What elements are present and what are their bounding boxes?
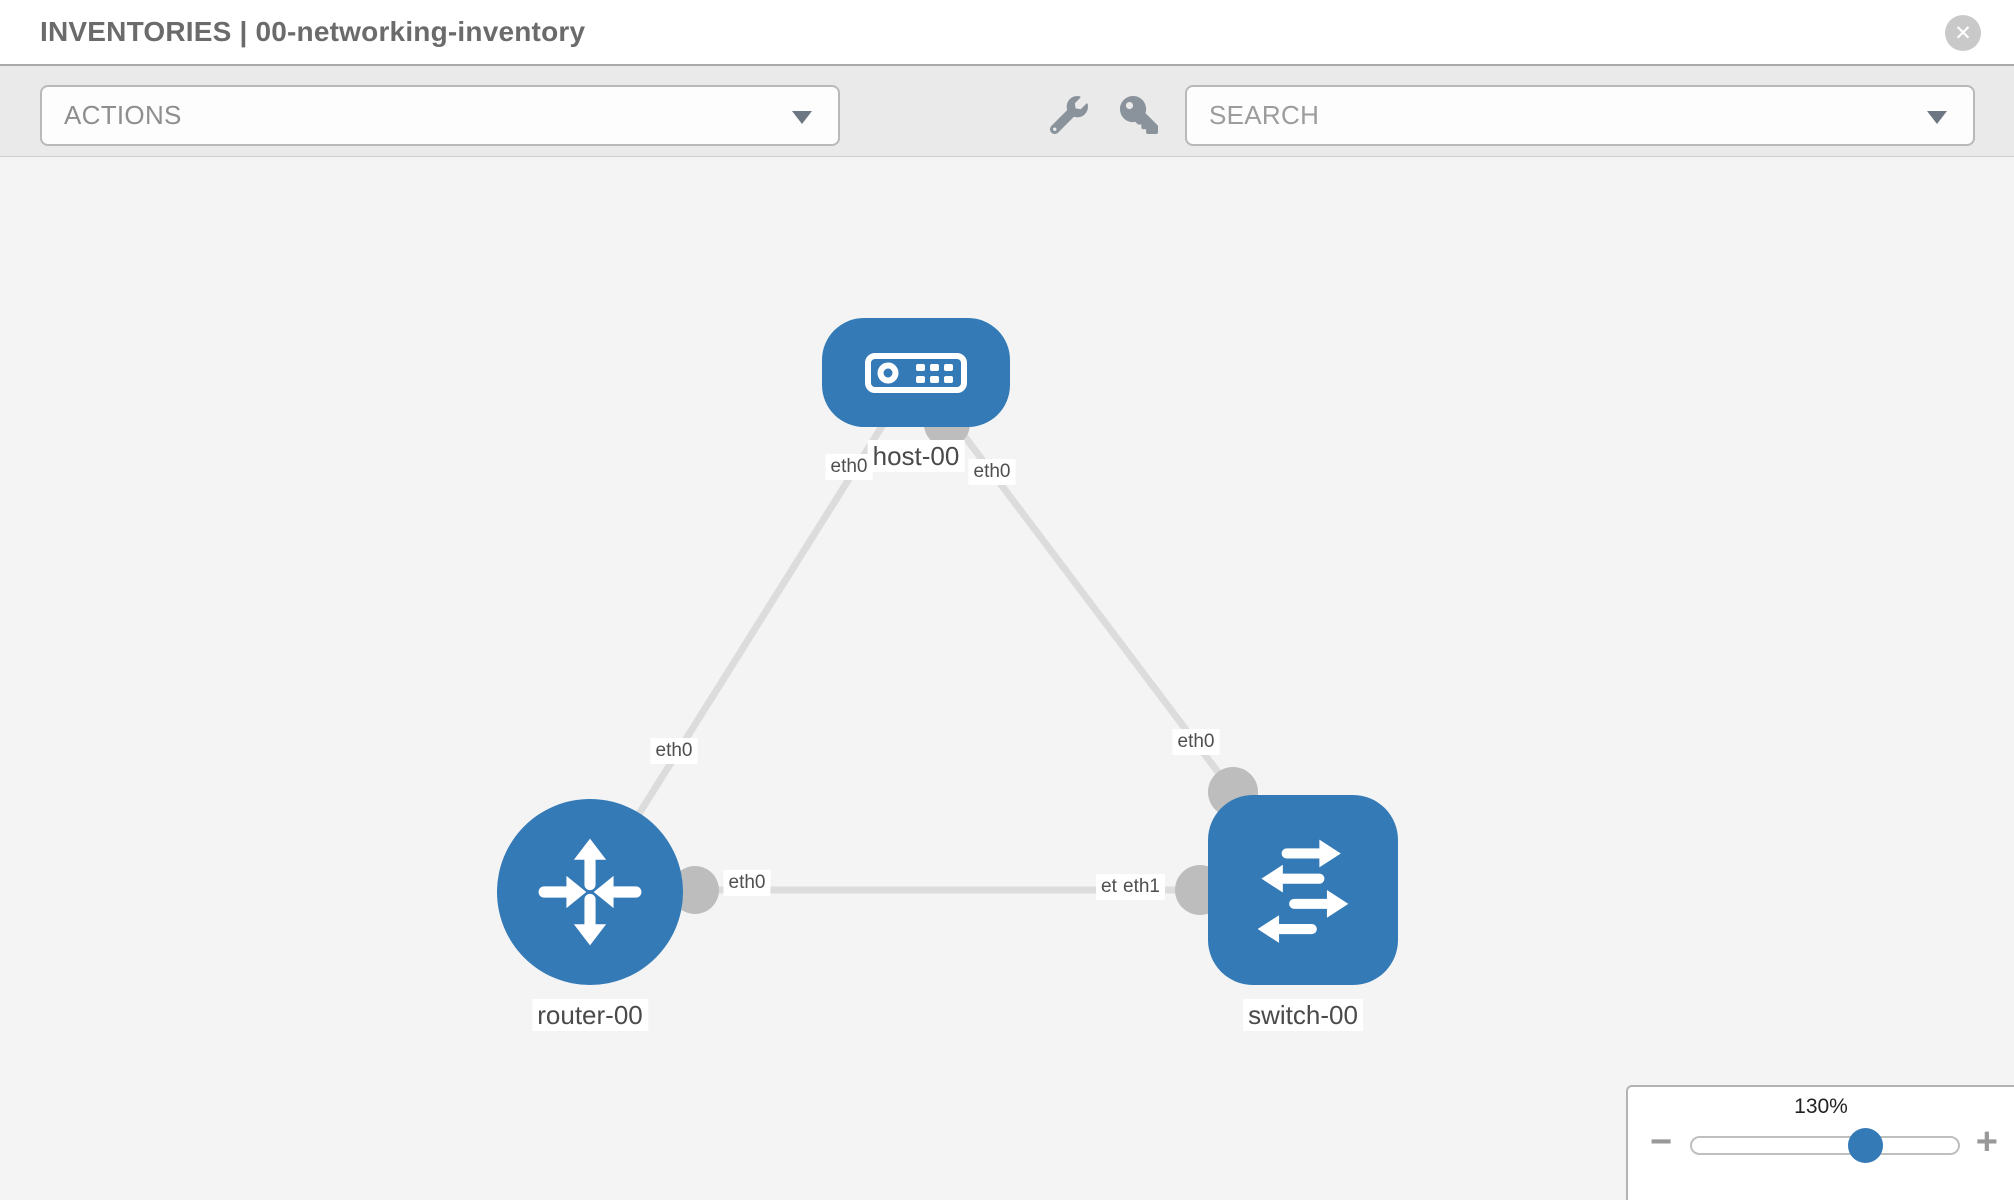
node-switch-00[interactable]	[1208, 795, 1398, 985]
zoom-panel: 130% − +	[1626, 1085, 2014, 1200]
toolbar: ACTIONS SEARCH	[0, 64, 2014, 157]
actions-dropdown-label: ACTIONS	[64, 100, 182, 130]
search-dropdown[interactable]: SEARCH	[1185, 85, 1975, 146]
host-icon	[865, 352, 967, 393]
search-placeholder: SEARCH	[1209, 100, 1320, 130]
switch-icon	[1257, 839, 1349, 943]
chevron-down-icon	[792, 110, 812, 124]
zoom-slider[interactable]	[1690, 1128, 1960, 1163]
zoom-out-button[interactable]: −	[1650, 1121, 1673, 1163]
close-icon: ✕	[1954, 21, 1972, 45]
zoom-slider-thumb[interactable]	[1848, 1128, 1883, 1163]
node-host-00[interactable]	[822, 318, 1010, 427]
topology-canvas[interactable]	[0, 157, 2014, 1200]
port-label-eth0: eth0	[825, 454, 873, 480]
header: INVENTORIES | 00-networking-inventory ✕	[0, 0, 2014, 64]
node-label-host-00: host-00	[867, 440, 965, 472]
zoom-in-button[interactable]: +	[1975, 1121, 1998, 1163]
zoom-level: 130%	[1794, 1095, 1848, 1118]
node-router-00[interactable]	[497, 799, 683, 985]
chevron-down-icon	[1927, 110, 1947, 124]
router-icon	[538, 838, 642, 946]
close-button[interactable]: ✕	[1945, 15, 1981, 51]
port-label-eth0: eth0	[650, 738, 698, 764]
wrench-icon[interactable]	[1049, 96, 1088, 135]
page-title: INVENTORIES | 00-networking-inventory	[40, 16, 586, 47]
port-label-eth0: eth0	[1172, 729, 1220, 755]
actions-dropdown[interactable]: ACTIONS	[40, 85, 840, 146]
port-label-eth0: eth0	[723, 870, 771, 896]
port-label-eth0: eth0	[968, 459, 1016, 485]
port-label-eth1: eth1	[1118, 874, 1165, 900]
node-label-switch-00: switch-00	[1243, 999, 1363, 1031]
key-icon[interactable]	[1120, 96, 1158, 134]
node-label-router-00: router-00	[532, 999, 648, 1031]
